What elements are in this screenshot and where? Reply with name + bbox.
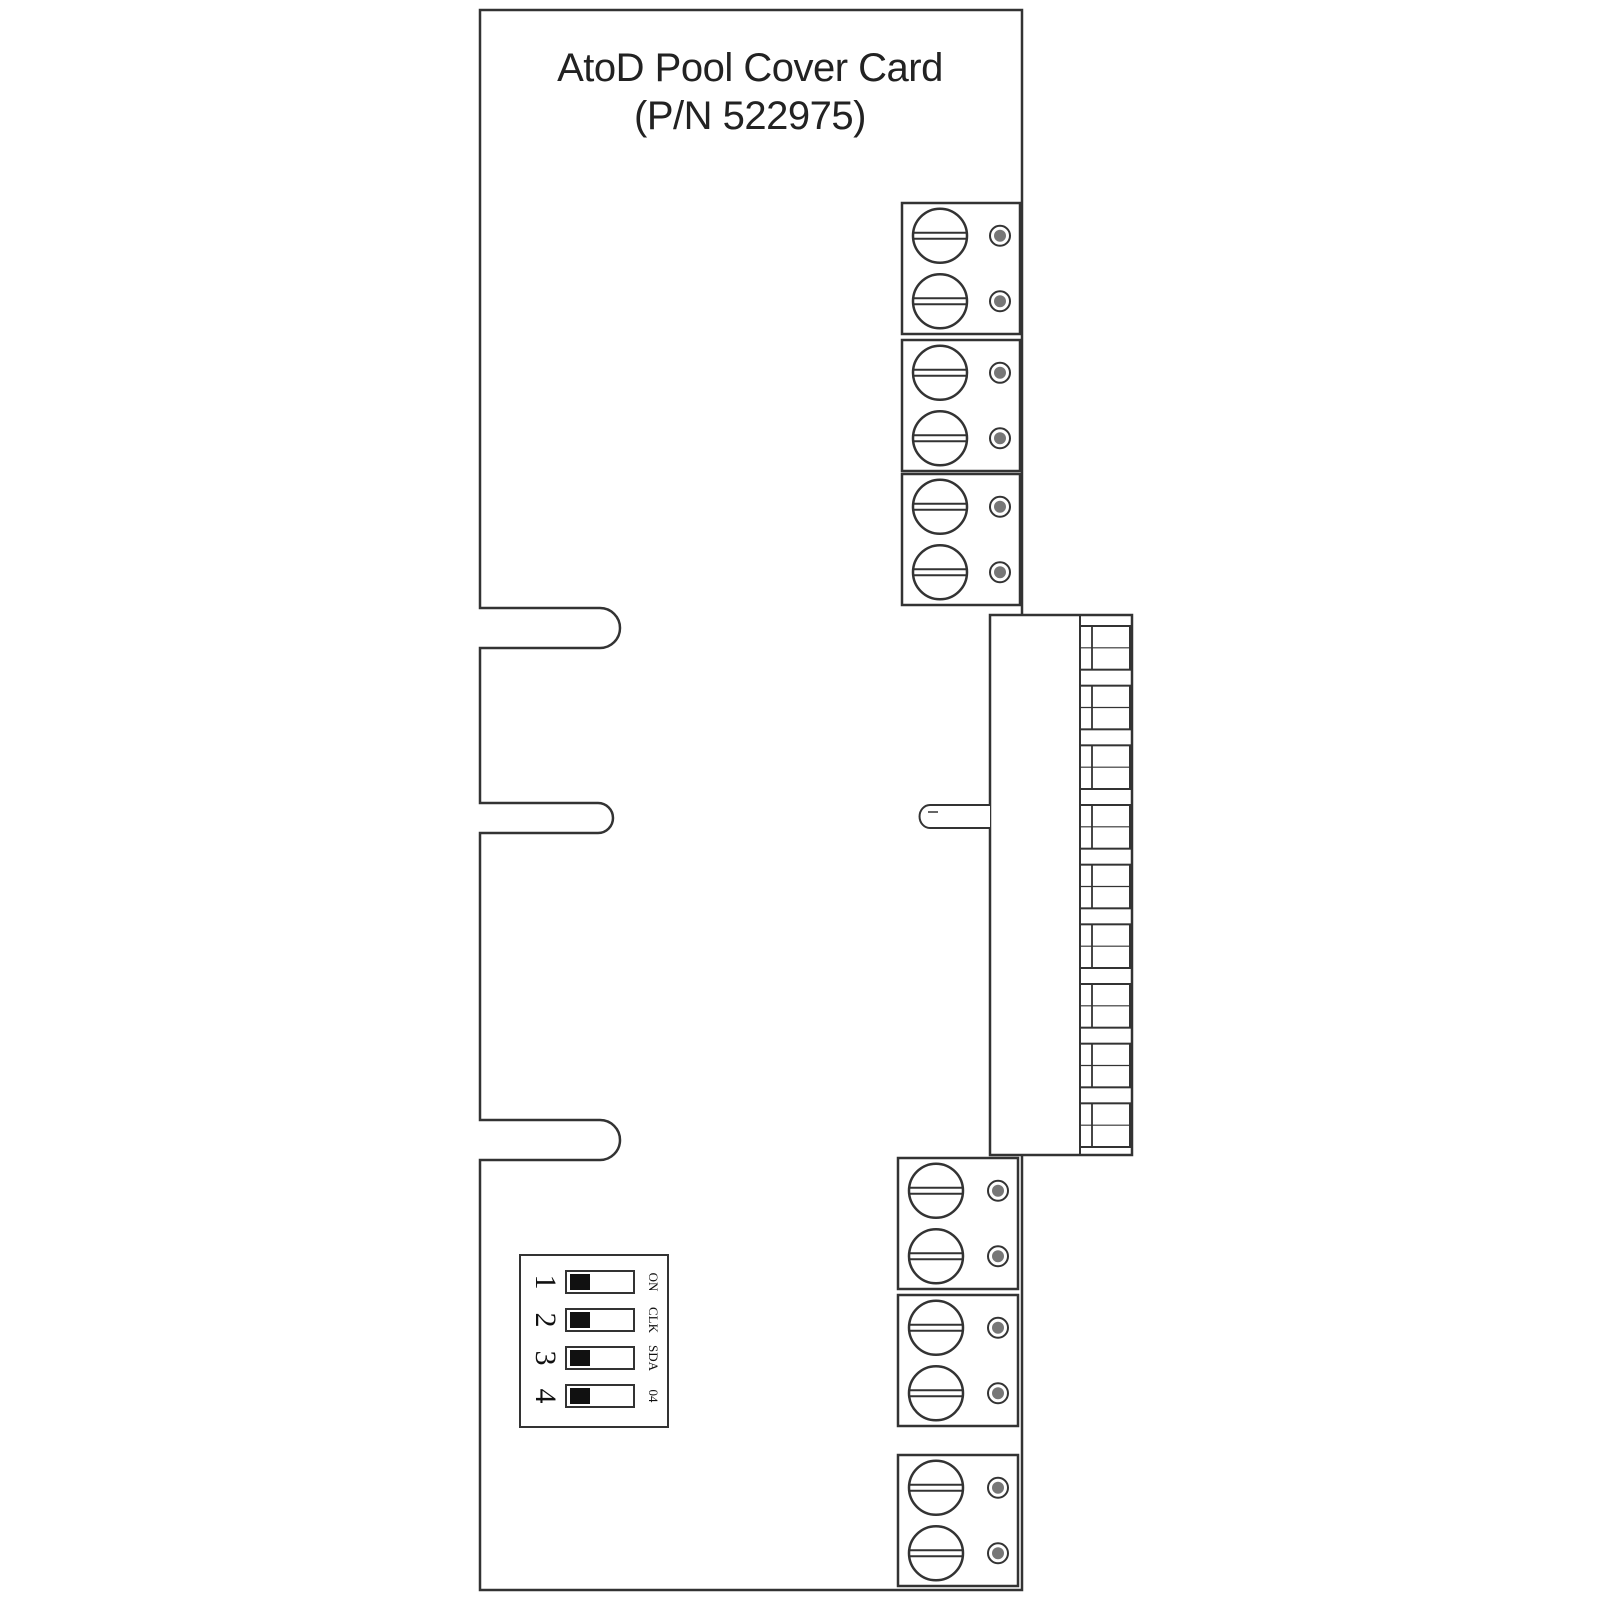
screw-terminal-icon (907, 1525, 965, 1582)
terminal-block (900, 338, 1022, 473)
connector-pin (1079, 804, 1131, 850)
dip-switch-slider (570, 1350, 590, 1366)
screw-terminal-icon (907, 1365, 965, 1422)
dip-switch-number: 1 (529, 1275, 562, 1290)
connector-pin (1079, 1042, 1131, 1089)
screw-terminal-icon (911, 544, 969, 601)
dip-switch-row: 3 SDA (529, 1345, 661, 1372)
dip-switch-row: 1 ON (529, 1270, 661, 1294)
card-part-number: (P/N 522975) (634, 94, 866, 138)
dip-switch-number: 3 (529, 1351, 562, 1366)
dip-switch-slider (570, 1388, 590, 1404)
card-title-line1: AtoD Pool Cover Card (557, 46, 943, 90)
connector-pins (1079, 625, 1131, 1149)
dip-switch-label: 04 (646, 1390, 661, 1404)
keying-post (918, 804, 990, 829)
dip-switch-number: 4 (529, 1389, 562, 1404)
connector-pin (1079, 625, 1131, 671)
screw-terminal-icon (911, 478, 969, 535)
screw-terminal-icon (911, 273, 969, 330)
terminal-block (896, 1453, 1020, 1588)
connector-pin (1079, 983, 1131, 1029)
screw-terminal-icon (907, 1162, 965, 1219)
screw-terminal-icon (911, 410, 969, 467)
screw-terminal-icon (911, 207, 969, 264)
connector-pin (1079, 923, 1131, 969)
card-title: AtoD Pool Cover Card (P/N 522975) (480, 44, 1020, 140)
lower-terminal-blocks (896, 1156, 1020, 1588)
dip-switch-slider (570, 1312, 590, 1328)
terminal-block (900, 201, 1022, 336)
dip-switch-row: 2 CLK (529, 1307, 661, 1334)
terminal-block (900, 472, 1022, 607)
connector-pin (1079, 684, 1131, 731)
screw-terminal-icon (907, 1228, 965, 1285)
dip-switch-row: 4 04 (529, 1384, 661, 1408)
connector-pin (1079, 1102, 1131, 1149)
terminal-block (896, 1293, 1020, 1428)
dip-switch-slider (570, 1274, 590, 1290)
dip-switch-rows: 1 ON 2 CLK 3 SDA 4 04 (529, 1270, 661, 1408)
dip-switch-label: SDA (646, 1345, 661, 1372)
dip-switch-label: CLK (646, 1307, 661, 1334)
terminal-block (896, 1156, 1020, 1291)
screw-terminal-icon (907, 1299, 965, 1356)
dip-switch: 1 ON 2 CLK 3 SDA 4 04 (519, 1254, 669, 1428)
dip-switch-number: 2 (529, 1313, 562, 1328)
connector-pin (1079, 744, 1131, 790)
screw-terminal-icon (911, 344, 969, 401)
card-outline (478, 8, 1024, 1592)
screw-terminal-icon (907, 1459, 965, 1516)
upper-terminal-blocks (900, 201, 1022, 607)
connector-pin (1079, 863, 1131, 910)
edge-connector (988, 613, 1134, 1157)
dip-switch-label: ON (646, 1273, 661, 1292)
